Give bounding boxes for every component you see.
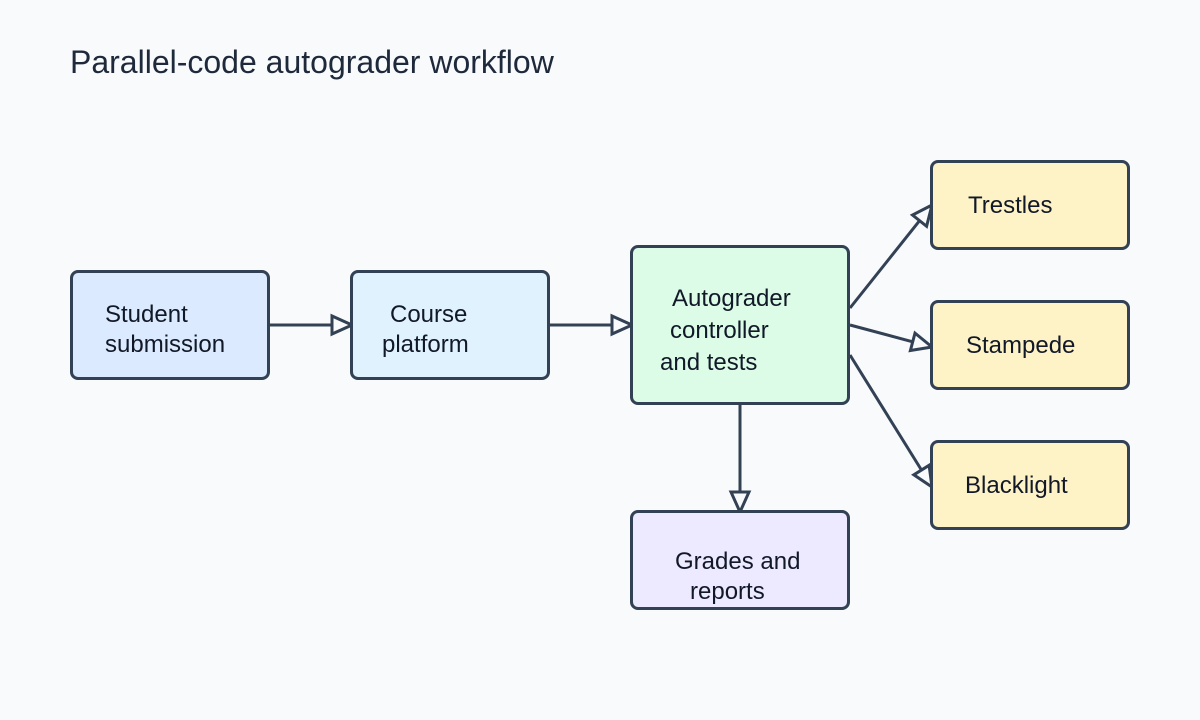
edge-platform-to-controller [550, 313, 636, 337]
arrowhead [909, 202, 935, 229]
node-course-platform: Course platform [350, 270, 550, 380]
node-label-line: Grades and [675, 548, 801, 575]
node-label-line: controller [670, 317, 769, 344]
node-grades-and-reports: Grades and reports [630, 510, 850, 610]
arrowhead [728, 490, 752, 516]
edge-controller-to-grades [728, 405, 752, 516]
arrowhead [330, 313, 356, 337]
node-student-submission: Student submission [70, 270, 270, 380]
node-label-line: Autograder [672, 285, 791, 312]
node-label: Grades and reports [675, 547, 800, 607]
node-label-line: Blacklight [965, 472, 1068, 499]
arrowhead [610, 313, 636, 337]
edge-controller-to-stampede [849, 323, 936, 353]
node-blacklight: Blacklight [930, 440, 1130, 530]
node-label-line: Stampede [966, 332, 1076, 359]
arrowhead [908, 330, 936, 353]
node-label: Student submission [105, 300, 225, 360]
node-autograder-controller: Autograder controller and tests [630, 245, 850, 405]
node-label: Stampede [966, 331, 1075, 361]
node-label-line: reports [690, 578, 765, 605]
node-trestles: Trestles [930, 160, 1130, 250]
edge-line [849, 323, 914, 344]
edge-line [848, 219, 921, 309]
diagram-title: Parallel-code autograder workflow [70, 44, 554, 80]
node-label-line: Student [105, 301, 188, 328]
edge-line [848, 354, 923, 471]
node-label: Trestles [968, 191, 1052, 221]
node-label: Course platform [382, 300, 469, 360]
node-label-line: Course [390, 301, 468, 328]
edge-controller-to-blacklight [848, 354, 934, 491]
edge-controller-to-trestles [848, 202, 935, 309]
node-label-line: and tests [660, 349, 758, 376]
node-label-line: platform [382, 331, 469, 358]
node-stampede: Stampede [930, 300, 1130, 390]
node-label: Autograder controller and tests [660, 283, 791, 379]
node-label: Blacklight [965, 471, 1068, 501]
node-label-line: submission [105, 331, 226, 358]
node-label-line: Trestles [968, 192, 1053, 219]
edge-submission-to-platform [270, 313, 356, 337]
